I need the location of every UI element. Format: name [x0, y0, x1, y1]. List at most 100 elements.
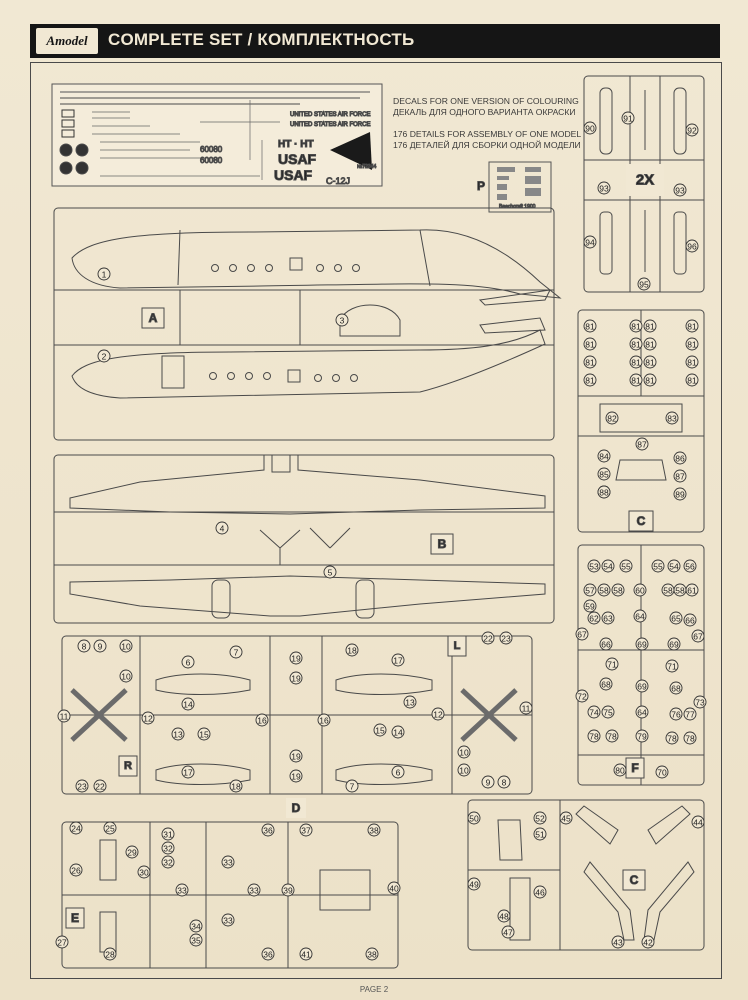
part-number-label: 13 [173, 729, 183, 739]
part-callout-circle [261, 823, 275, 837]
part-callout-circle [635, 437, 649, 451]
part-callout-circle [667, 637, 681, 651]
part-number-label: 66 [601, 639, 611, 649]
part-number-label: 9 [486, 777, 491, 787]
part-number-label: 44 [693, 817, 703, 827]
part-callout-circle [317, 713, 331, 727]
part-callout-circle [637, 277, 651, 291]
part-callout-circle [583, 337, 597, 351]
part-callout-circle [605, 657, 619, 671]
part-number-label: 45 [561, 813, 571, 823]
part-callout-circle [215, 521, 229, 535]
part-number-label: 55 [653, 561, 663, 571]
part-number-label: 33 [223, 915, 233, 925]
part-callout-circle [289, 749, 303, 763]
part-callout-circle [481, 631, 495, 645]
part-number-label: 81 [687, 339, 697, 349]
part-number-label: 77 [685, 709, 695, 719]
part-callout-circle [137, 865, 151, 879]
part-number-label: 81 [687, 357, 697, 367]
instrument-panel-part [615, 459, 667, 481]
part-callout-circle [221, 913, 235, 927]
part-callout-circle [583, 235, 597, 249]
part-number-label: 22 [483, 633, 493, 643]
part-callout-circle [683, 559, 697, 573]
part-number-label: 46 [535, 887, 545, 897]
part-number-label: 75 [603, 707, 613, 717]
part-callout-circle [633, 583, 647, 597]
part-number-label: 30 [139, 867, 149, 877]
part-callout-circle [693, 695, 707, 709]
part-number-label: 96 [687, 241, 697, 251]
part-callout-circle [635, 729, 649, 743]
part-callout-circle [651, 559, 665, 573]
part-number-label: 29 [127, 847, 137, 857]
part-callout-circle [161, 827, 175, 841]
part-number-label: 68 [671, 683, 681, 693]
part-number-label: 39 [283, 885, 293, 895]
part-callout-circle [683, 707, 697, 721]
part-number-label: 31 [163, 829, 173, 839]
part-number-label: 25 [105, 823, 115, 833]
part-number-label: 76 [671, 709, 681, 719]
decal-sheet: UNITED STATES AIR FORCE UNITED STATES AI… [51, 83, 383, 187]
part-number-label: 19 [291, 673, 301, 683]
part-callout-circle [619, 559, 633, 573]
amodel-logo: Amodel [36, 28, 98, 54]
part-callout-circle [597, 467, 611, 481]
part-callout-circle [125, 845, 139, 859]
part-number-label: 23 [77, 781, 87, 791]
part-callout-circle [613, 763, 627, 777]
part-number-label: 32 [163, 843, 173, 853]
part-number-label: 58 [613, 585, 623, 595]
flag-icons [61, 109, 75, 138]
part-number-label: 47 [503, 927, 513, 937]
part-callout-circle [635, 705, 649, 719]
part-number-label: 71 [607, 659, 617, 669]
part-number-label: 16 [319, 715, 329, 725]
part-callout-circle [229, 645, 243, 659]
part-callout-circle [601, 705, 615, 719]
sprue-label-a: A [149, 311, 158, 325]
part-number-label: 40 [389, 883, 399, 893]
part-callout-circle [587, 611, 601, 625]
fuselage-windows-lower [209, 369, 358, 383]
part-number-label: 64 [637, 707, 647, 717]
part-number-label: 17 [393, 655, 403, 665]
part-number-label: 48 [499, 911, 509, 921]
part-callout-circle [69, 863, 83, 877]
part-callout-circle [97, 267, 111, 281]
part-number-label: 15 [199, 729, 209, 739]
part-number-label: 74 [589, 707, 599, 717]
part-callout-circle [345, 779, 359, 793]
part-callout-circle [575, 689, 589, 703]
part-number-label: 81 [631, 321, 641, 331]
part-callout-circle [643, 373, 657, 387]
part-callout-circle [501, 925, 515, 939]
part-number-label: 10 [459, 747, 469, 757]
part-callout-circle [685, 373, 699, 387]
part-callout-circle [605, 729, 619, 743]
part-callout-circle [161, 841, 175, 855]
part-number-label: 15 [375, 725, 385, 735]
sprue-label-f: F [631, 761, 638, 775]
part-callout-circle [261, 947, 275, 961]
part-number-label: 81 [645, 321, 655, 331]
part-callout-circle [601, 559, 615, 573]
part-number-label: 10 [121, 641, 131, 651]
part-number-label: 81 [631, 357, 641, 367]
part-callout-circle [289, 769, 303, 783]
part-number-label: 73 [695, 697, 705, 707]
serial-decal-1: 60080 [200, 145, 223, 154]
part-number-label: 13 [405, 697, 415, 707]
part-callout-circle [655, 765, 669, 779]
part-callout-circle [673, 183, 687, 197]
content-frame [30, 62, 722, 979]
part-number-label: 10 [459, 765, 469, 775]
part-number-label: 87 [637, 439, 647, 449]
part-callout-circle [533, 827, 547, 841]
part-callout-circle [97, 349, 111, 363]
sprue-label-d: D [292, 801, 301, 815]
part-number-label: 85 [599, 469, 609, 479]
part-number-label: 27 [57, 937, 67, 947]
